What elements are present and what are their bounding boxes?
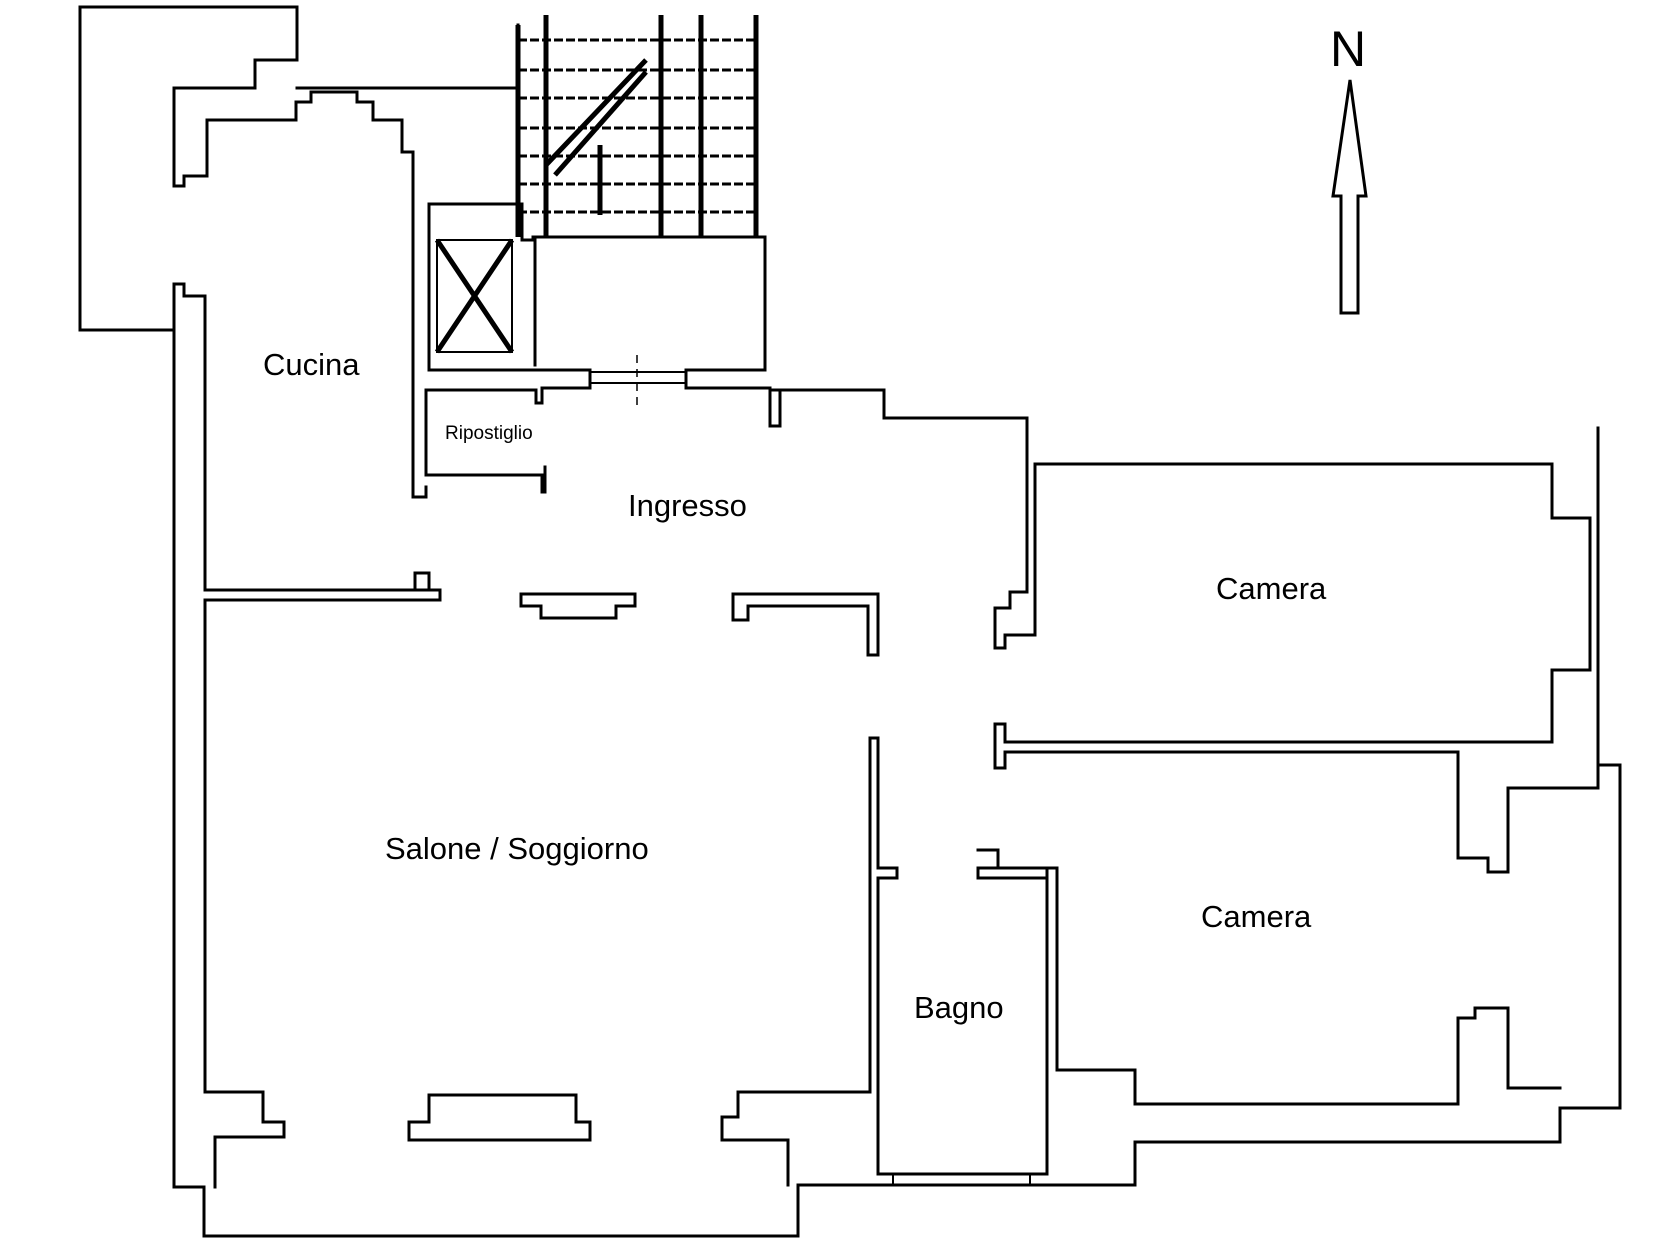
terrace-west-wall	[78, 5, 176, 332]
lift-box	[427, 202, 1600, 874]
west-wall-inner	[172, 282, 442, 1189]
bagno-east-wall	[976, 848, 1059, 880]
west-wall-outer	[172, 282, 1622, 1238]
room-label-camera-north: Camera	[1216, 571, 1327, 606]
staircase	[515, 15, 759, 237]
room-label-salone: Salone / Soggiorno	[385, 831, 649, 866]
north-arrow-icon	[1331, 79, 1368, 315]
partition-b	[731, 592, 880, 657]
salone-window-south	[407, 1093, 592, 1142]
ingresso-nub-left	[768, 388, 782, 428]
room-label-cucina: Cucina	[263, 347, 360, 382]
partition-a	[519, 592, 637, 620]
lift-shaft	[436, 239, 513, 353]
kitchen-salone-wall	[203, 571, 442, 592]
lift-cross-icon	[434, 238, 515, 354]
room-label-bagno: Bagno	[914, 990, 1004, 1025]
compass-label: N	[1330, 21, 1367, 77]
entrance-threshold	[590, 371, 686, 384]
room-label-ripostiglio: Ripostiglio	[445, 423, 533, 444]
corridor-west-wall	[868, 736, 1562, 1176]
room-label-camera-south: Camera	[1201, 899, 1312, 934]
room-label-ingresso: Ingresso	[628, 488, 747, 523]
terrace-outline	[78, 5, 428, 499]
corridor-west-wall-2	[720, 736, 872, 1187]
bagno-window	[892, 1174, 1031, 1185]
kitchen-north-wall	[295, 23, 520, 90]
camera-separation-right	[1550, 426, 1600, 767]
